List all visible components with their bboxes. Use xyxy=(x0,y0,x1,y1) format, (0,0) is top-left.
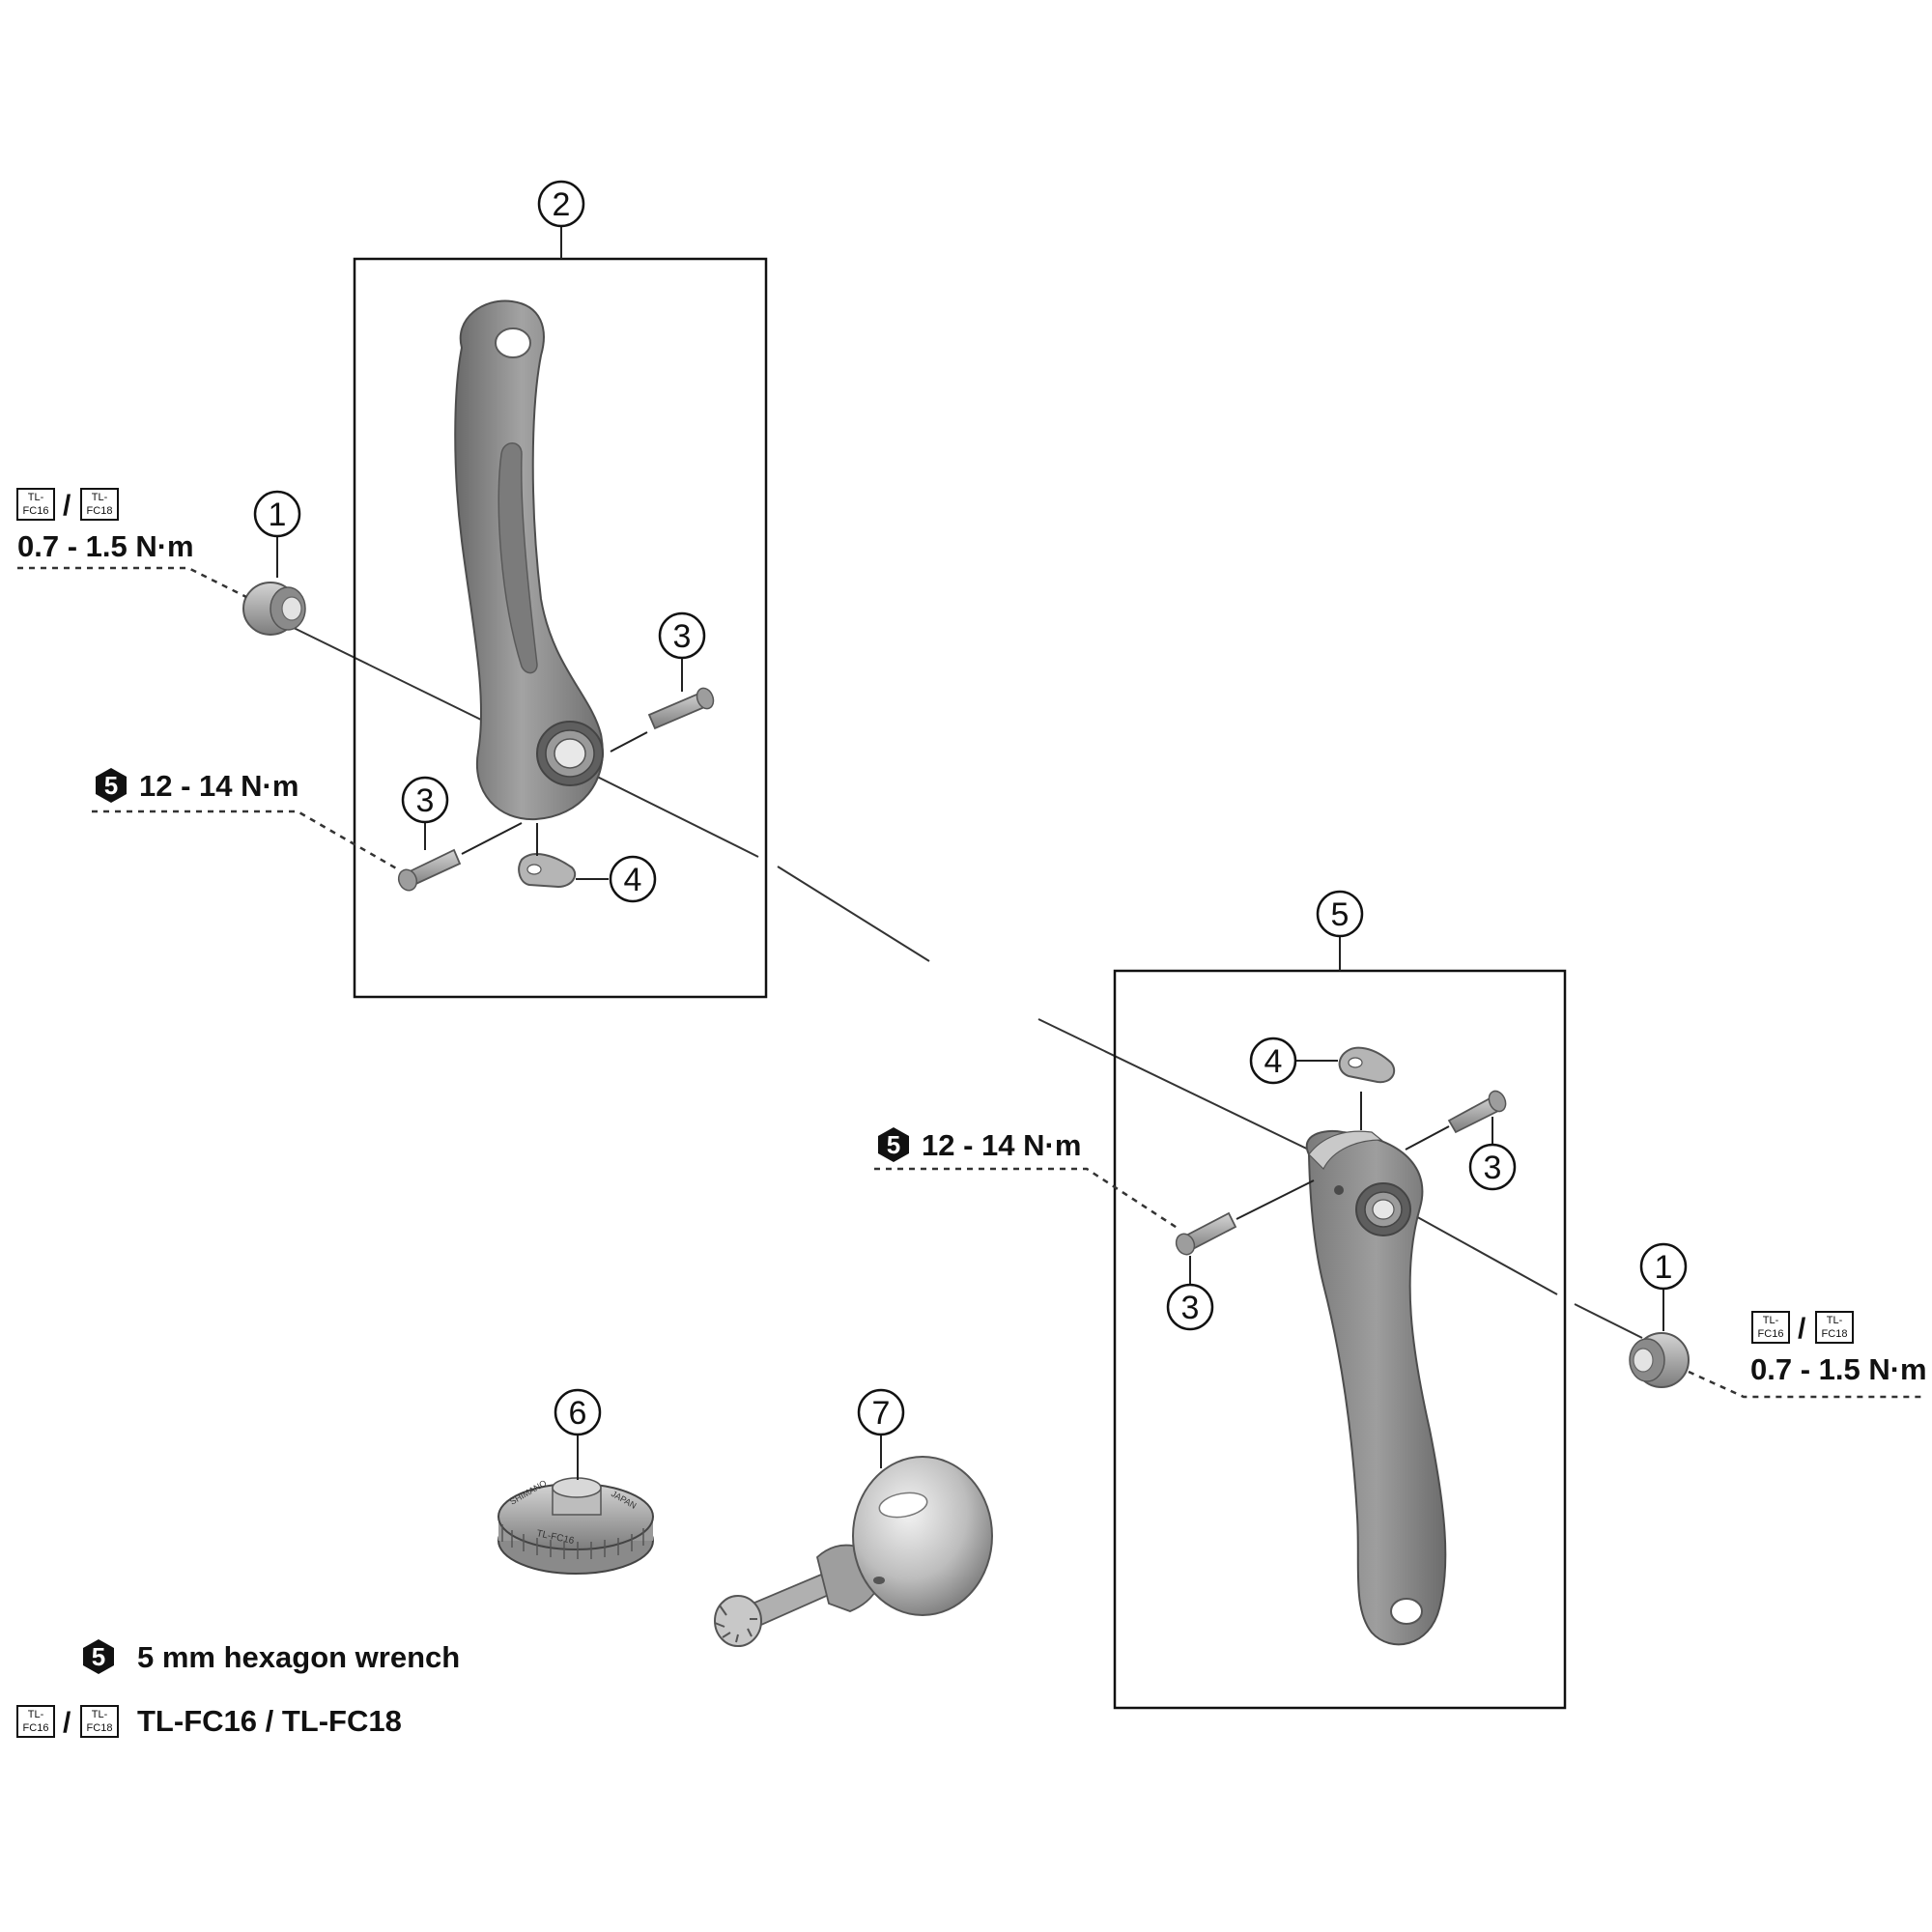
callout-3-upper-right-label: 3 xyxy=(1484,1150,1502,1186)
callout-7-label: 7 xyxy=(872,1395,891,1432)
legend-hex-num: 5 xyxy=(92,1642,105,1671)
tool-badges-right: TL- FC16 / TL- FC18 xyxy=(1751,1311,1854,1345)
callout-4-right-label: 4 xyxy=(1264,1043,1283,1080)
torque-bolt-left: 12 - 14 N·m xyxy=(139,769,298,803)
callout-5-label: 5 xyxy=(1331,896,1350,933)
legend: 5 5 mm hexagon wrench TL- FC16 / TL- FC1… xyxy=(16,1639,460,1739)
callout-3-upper-left[interactable]: 3 xyxy=(658,611,706,660)
callout-7[interactable]: 7 xyxy=(857,1388,905,1436)
legend-fc18-l1: TL- xyxy=(92,1709,108,1720)
legend-fc18-l2: FC18 xyxy=(87,1722,113,1734)
safety-plate-left xyxy=(518,853,577,889)
safety-plate-right xyxy=(1338,1046,1396,1084)
torque-bolt-right: 12 - 14 N·m xyxy=(922,1128,1081,1162)
callout-6-label: 6 xyxy=(569,1395,587,1432)
torque-cap-right: 0.7 - 1.5 N·m xyxy=(1750,1352,1927,1386)
callout-3-lower-left[interactable]: 3 xyxy=(401,776,449,824)
callout-1-right[interactable]: 1 xyxy=(1639,1242,1688,1291)
callout-1-left-label: 1 xyxy=(269,497,287,533)
callout-3-upper-right[interactable]: 3 xyxy=(1468,1143,1517,1191)
callout-6[interactable]: 6 xyxy=(554,1388,602,1436)
legend-fc16-l2: FC16 xyxy=(23,1722,49,1734)
legend-tools: TL- FC16 / TL- FC18 TL-FC16 / TL-FC18 xyxy=(16,1704,402,1739)
right-crank-arm xyxy=(1305,1129,1447,1646)
hex-badge-left-num: 5 xyxy=(104,771,118,800)
legend-separator: / xyxy=(63,1707,71,1739)
hex-badge-right-num: 5 xyxy=(887,1130,900,1159)
crank-cap-right xyxy=(1629,1332,1690,1388)
callout-3-lower-left-label: 3 xyxy=(416,782,435,819)
hex-badge-left: 5 xyxy=(96,768,127,803)
crank-cap-left xyxy=(242,582,306,636)
callout-4-left-label: 4 xyxy=(624,862,642,898)
pinch-bolt-lower-left xyxy=(397,848,462,892)
tl-fc16-line2: FC16 xyxy=(23,505,49,517)
legend-fc16-l1: TL- xyxy=(28,1709,44,1720)
tl-fc16-line1: TL- xyxy=(28,492,44,503)
cap-installation-tool: TL-FC16 SHIMANO JAPAN xyxy=(497,1477,654,1575)
callout-3-lower-right-label: 3 xyxy=(1181,1290,1200,1326)
callout-3-lower-right[interactable]: 3 xyxy=(1166,1283,1214,1331)
callout-2-label: 2 xyxy=(553,186,571,223)
pinch-bolt-upper-left xyxy=(647,687,715,730)
pinch-bolt-upper-right xyxy=(1447,1090,1507,1134)
left-crank-arm xyxy=(454,299,604,821)
tl-fc18-line1: TL- xyxy=(92,492,108,503)
legend-tools-text: TL-FC16 / TL-FC18 xyxy=(137,1704,402,1738)
tl-fc18-line2-r: FC18 xyxy=(1822,1328,1848,1340)
tool-separator: / xyxy=(63,490,71,522)
tl-fc18-line2: FC18 xyxy=(87,505,113,517)
callout-1-left[interactable]: 1 xyxy=(253,490,301,538)
legend-wrench: 5 5 mm hexagon wrench xyxy=(83,1639,460,1674)
callout-1-right-label: 1 xyxy=(1655,1249,1673,1286)
torque-cap-left: 0.7 - 1.5 N·m xyxy=(17,529,194,563)
knob-installation-tool xyxy=(714,1456,993,1647)
callout-5[interactable]: 5 xyxy=(1316,890,1364,938)
callout-3-upper-left-label: 3 xyxy=(673,618,692,655)
tl-fc16-line1-r: TL- xyxy=(1763,1315,1779,1326)
callout-4-left[interactable]: 4 xyxy=(609,855,657,903)
tool-badges-left: TL- FC16 / TL- FC18 xyxy=(16,488,119,522)
legend-wrench-text: 5 mm hexagon wrench xyxy=(137,1640,460,1674)
tool-separator-r: / xyxy=(1798,1313,1806,1345)
tl-fc18-line1-r: TL- xyxy=(1827,1315,1843,1326)
callout-2[interactable]: 2 xyxy=(537,180,585,228)
pinch-bolt-lower-right xyxy=(1175,1211,1237,1256)
tl-fc16-line2-r: FC16 xyxy=(1758,1328,1784,1340)
callout-4-right[interactable]: 4 xyxy=(1249,1037,1297,1085)
hex-badge-right: 5 xyxy=(878,1127,909,1162)
